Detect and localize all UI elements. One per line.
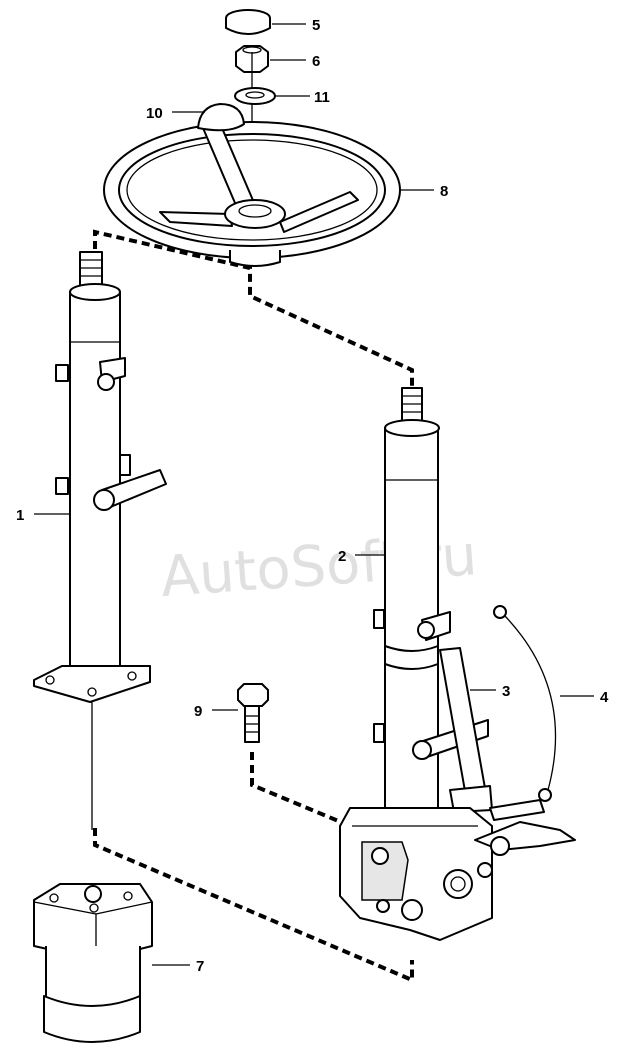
- part-7-steering-unit: [33, 883, 153, 1043]
- part-11-washer: [234, 87, 276, 105]
- callout-5: 5: [312, 17, 320, 34]
- callout-4: 4: [600, 689, 609, 706]
- part-3-gas-strut: [439, 647, 493, 813]
- column-base-bracket: [339, 799, 576, 941]
- callout-6: 6: [312, 53, 320, 70]
- leader-lines: [34, 23, 594, 966]
- callout-2: 2: [338, 548, 346, 565]
- part-4-cable: [493, 605, 557, 802]
- callout-8: 8: [440, 183, 448, 200]
- callout-labels: 5 6 11 10 8 1 2 3 4 9 7: [16, 17, 609, 975]
- part-1-fixed-steering-column: [33, 251, 167, 703]
- callout-9: 9: [194, 703, 202, 720]
- part-5-cap: [225, 9, 271, 35]
- part-9-bolt: [237, 683, 269, 743]
- part-6-nut: [235, 45, 269, 73]
- part-8-steering-wheel: [103, 121, 401, 267]
- callout-7: 7: [196, 958, 204, 975]
- callout-10: 10: [146, 105, 163, 122]
- part-2-adjustable-steering-column: [373, 387, 489, 811]
- callout-11: 11: [314, 89, 330, 106]
- part-10-spinner-knob: [197, 103, 245, 132]
- callout-1: 1: [16, 507, 24, 524]
- callout-3: 3: [502, 683, 510, 700]
